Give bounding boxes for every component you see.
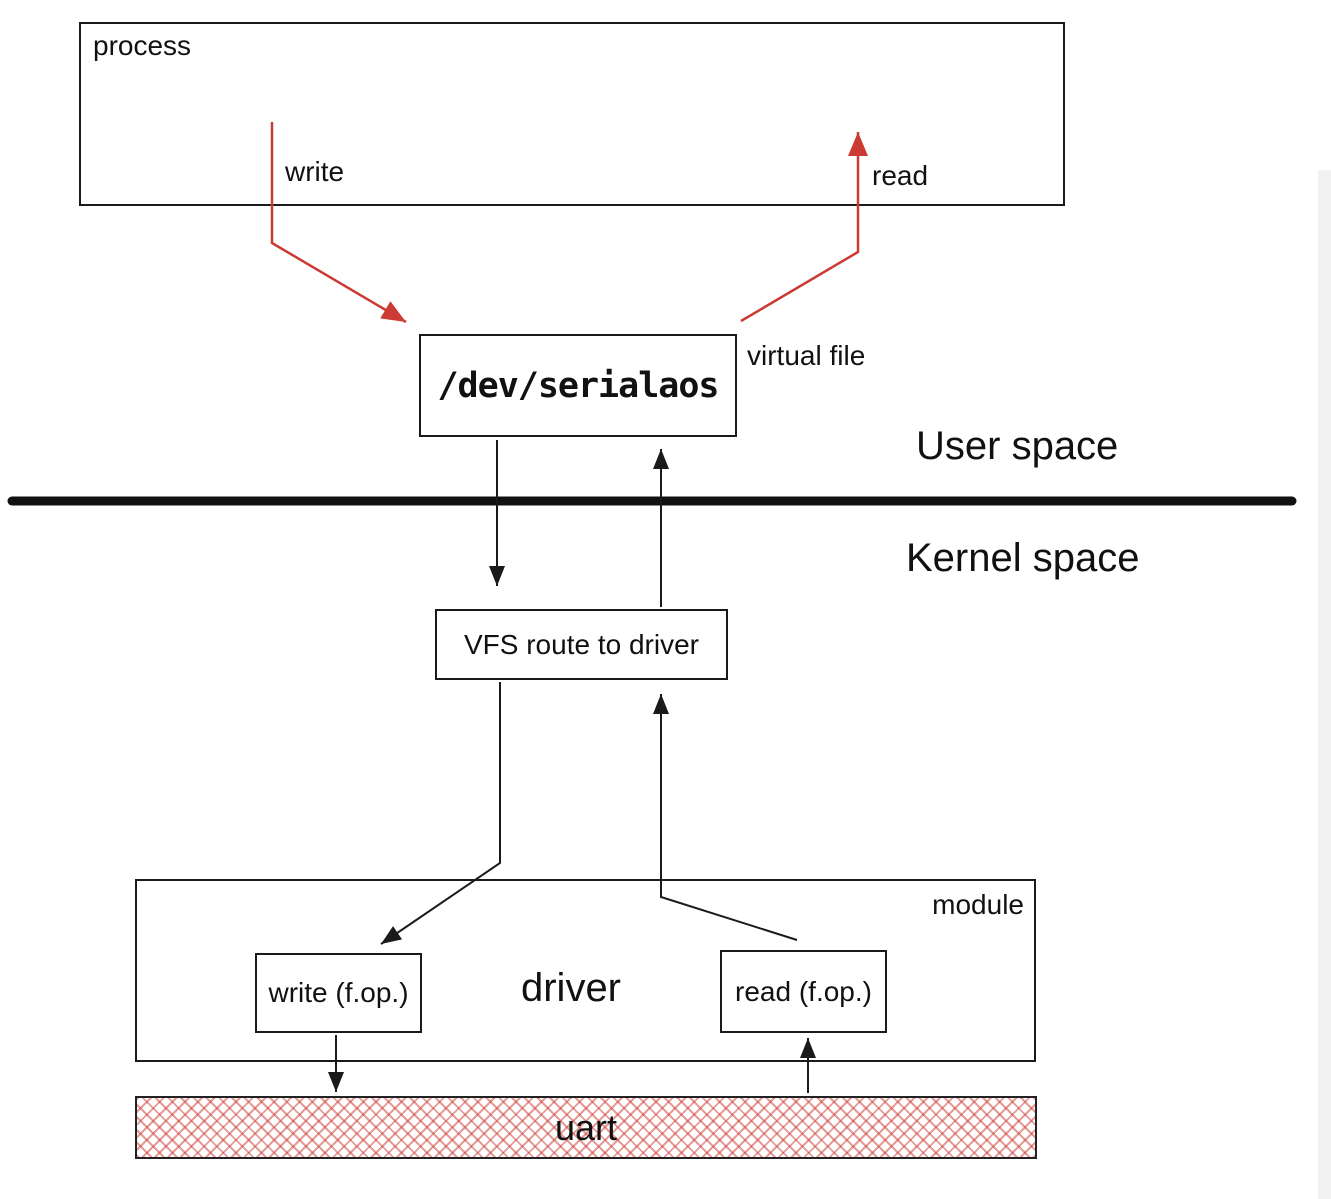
- vfs-route-label: VFS route to driver: [464, 628, 699, 660]
- write-fop-label: write (f.op.): [268, 977, 409, 1008]
- process-label: process: [93, 30, 192, 61]
- uart-bar: uart: [135, 1096, 1037, 1159]
- process-box: process: [79, 22, 1065, 206]
- user-space-label: User space: [916, 424, 1119, 468]
- device-file-path: /dev/serialaos: [437, 365, 719, 406]
- canvas-edge-shade: [1318, 170, 1331, 1199]
- read-fop-box: read (f.op.): [720, 950, 887, 1033]
- write-fop-box: write (f.op.): [255, 953, 422, 1033]
- virtual-file-label: virtual file: [747, 340, 866, 371]
- module-label: module: [932, 889, 1024, 920]
- kernel-space-label: Kernel space: [906, 536, 1140, 580]
- write-syscall-label: write: [285, 156, 345, 187]
- read-syscall-label: read: [872, 160, 929, 191]
- driver-label: driver: [520, 966, 622, 1010]
- device-file-box: /dev/serialaos: [419, 334, 737, 437]
- vfs-route-box: VFS route to driver: [435, 609, 728, 680]
- read-fop-label: read (f.op.): [735, 975, 872, 1007]
- uart-label: uart: [554, 1106, 618, 1148]
